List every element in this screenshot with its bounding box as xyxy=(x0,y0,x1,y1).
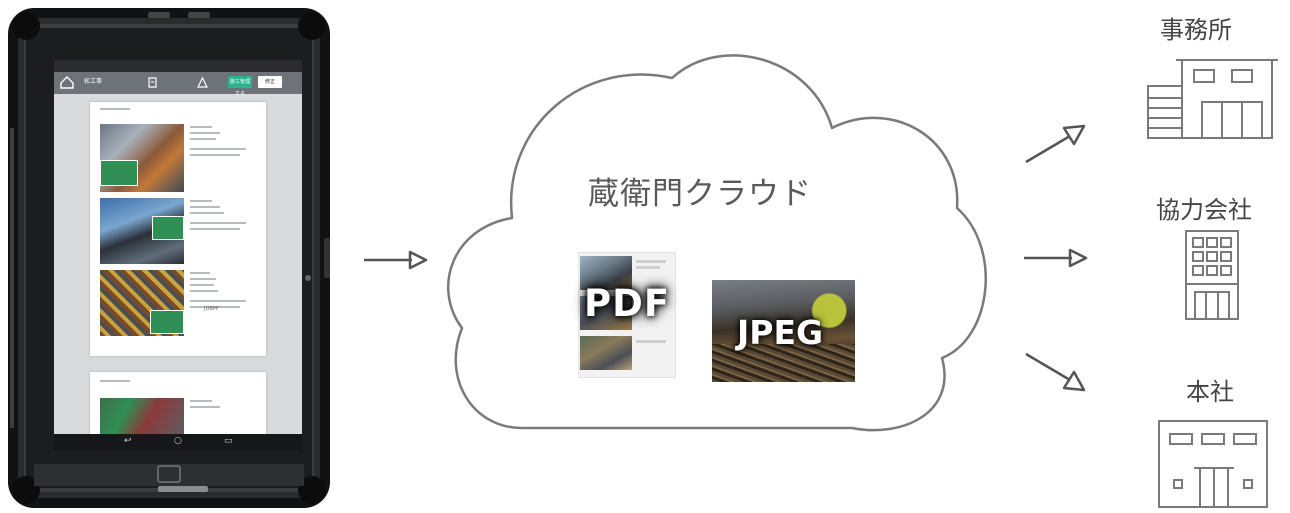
tablet-screen: 松工事 施工管理する 修正 xyxy=(54,60,302,450)
text-line xyxy=(190,300,246,302)
reload-icon[interactable] xyxy=(146,76,159,89)
text-line xyxy=(190,154,240,156)
pdf-photo xyxy=(580,256,632,290)
text-line xyxy=(190,206,220,208)
destination-label-office: 事務所 xyxy=(1160,16,1232,44)
text-line xyxy=(190,278,216,280)
office-building-icon xyxy=(1147,59,1278,139)
text-line xyxy=(190,126,212,128)
text-line xyxy=(636,260,666,263)
recents-icon[interactable]: ▭ xyxy=(224,436,233,446)
home-nav-icon[interactable]: ○ xyxy=(174,436,182,446)
home-icon[interactable] xyxy=(60,76,74,89)
blackboard xyxy=(150,310,184,334)
text-line xyxy=(190,222,246,224)
share-icon[interactable] xyxy=(196,76,209,89)
text-line xyxy=(190,138,216,140)
report-page xyxy=(90,372,266,442)
page-header-line xyxy=(100,108,130,110)
app-title: 松工事 xyxy=(84,78,103,85)
cloud-title: 蔵衛門クラウド xyxy=(588,176,812,212)
blackboard xyxy=(100,160,138,186)
share-button[interactable]: 施工管理する xyxy=(228,76,252,97)
tower-building-icon xyxy=(1185,230,1239,320)
jpeg-label: JPEG xyxy=(737,313,824,352)
text-line xyxy=(190,228,240,230)
site-photo xyxy=(100,124,184,192)
headquarters-building-icon xyxy=(1158,420,1268,508)
text-line xyxy=(190,272,210,274)
text-line xyxy=(190,212,224,214)
text-line xyxy=(190,400,212,402)
app-bar: 松工事 施工管理する 修正 xyxy=(54,72,302,97)
text-line xyxy=(190,284,214,286)
text-line xyxy=(190,306,240,308)
pdf-label: PDF xyxy=(584,282,671,325)
text-line xyxy=(190,200,212,202)
edit-button[interactable]: 修正 xyxy=(258,76,282,88)
jpeg-image xyxy=(712,280,855,382)
nav-bar: ↩ ○ ▭ xyxy=(54,434,302,450)
text-line xyxy=(190,406,220,408)
text-line xyxy=(190,148,246,150)
pdf-photo xyxy=(580,336,632,370)
text-line xyxy=(636,266,660,269)
text-line xyxy=(190,132,220,134)
arrow-right-icon xyxy=(1024,248,1088,268)
debris-texture xyxy=(712,344,855,382)
blackboard xyxy=(152,216,184,240)
arrow-right-icon xyxy=(364,250,428,270)
pdf-document xyxy=(578,252,676,378)
arrow-down-right-icon xyxy=(1025,352,1086,392)
status-bar xyxy=(54,60,302,72)
destination-label-hq: 本社 xyxy=(1186,378,1234,406)
back-icon[interactable]: ↩ xyxy=(124,436,132,446)
destination-label-partner: 協力会社 xyxy=(1156,196,1252,224)
text-line xyxy=(100,380,130,382)
text-line xyxy=(190,290,218,292)
arrow-up-right-icon xyxy=(1025,124,1086,164)
report-page xyxy=(90,102,266,356)
site-photo xyxy=(100,270,184,336)
text-line xyxy=(636,340,666,343)
site-photo xyxy=(100,198,184,264)
pdf-photo xyxy=(580,296,632,330)
tablet-device: 松工事 施工管理する 修正 xyxy=(8,8,330,508)
page-footer-label: JOBPF xyxy=(204,306,219,312)
